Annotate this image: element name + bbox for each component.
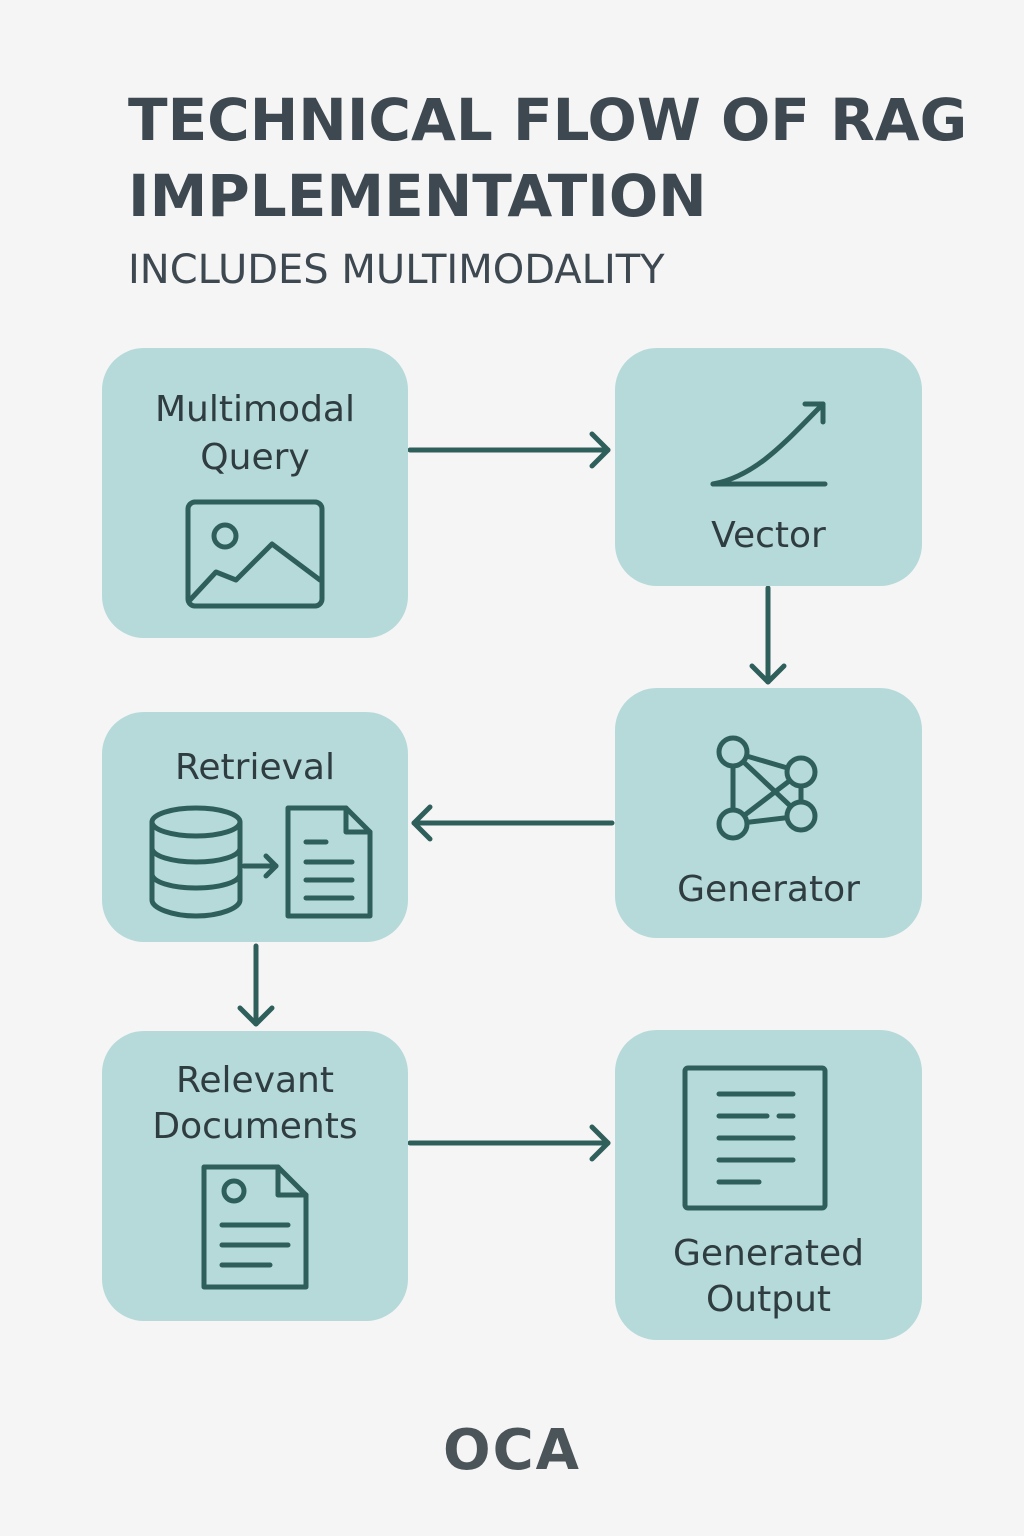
node-label-line2: Output (705, 1279, 832, 1320)
node-label-line1: Multimodal (154, 389, 355, 430)
node-retrieval: Retrieval (102, 712, 408, 942)
node-relevant-documents: Relevant Documents (102, 1031, 408, 1321)
node-label-line1: Generated (673, 1233, 864, 1274)
node-label: Retrieval (175, 747, 335, 788)
arrow-documents-to-output (407, 1124, 611, 1162)
page-title: TECHNICAL FLOW OF RAG IMPLEMENTATION (128, 86, 968, 230)
node-label: Vector (711, 515, 826, 556)
node-vector: Vector (615, 348, 922, 586)
arrow-query-to-vector (407, 431, 611, 469)
node-label-line2: Query (200, 437, 310, 478)
node-generated-output: Generated Output (615, 1030, 922, 1340)
node-multimodal-query: Multimodal Query (102, 348, 408, 638)
text-output-icon (682, 1065, 828, 1211)
arrow-vector-to-generator (749, 585, 787, 685)
page-subtitle: INCLUDES MULTIMODALITY (128, 247, 665, 293)
oca-logo: OCA (442, 1418, 582, 1483)
curve-arrow-icon (710, 401, 828, 487)
image-icon (185, 499, 325, 609)
node-label-line2: Documents (152, 1106, 358, 1147)
arrow-retrieval-to-documents (237, 943, 275, 1027)
database-to-document-icon (149, 805, 373, 919)
node-label-line1: Relevant (176, 1060, 334, 1101)
node-generator: Generator (615, 688, 922, 938)
document-icon (201, 1164, 309, 1290)
node-label: Generator (677, 869, 860, 910)
title-block: TECHNICAL FLOW OF RAG IMPLEMENTATION INC… (128, 82, 988, 296)
network-icon (716, 735, 818, 841)
arrow-generator-to-retrieval (411, 804, 615, 842)
